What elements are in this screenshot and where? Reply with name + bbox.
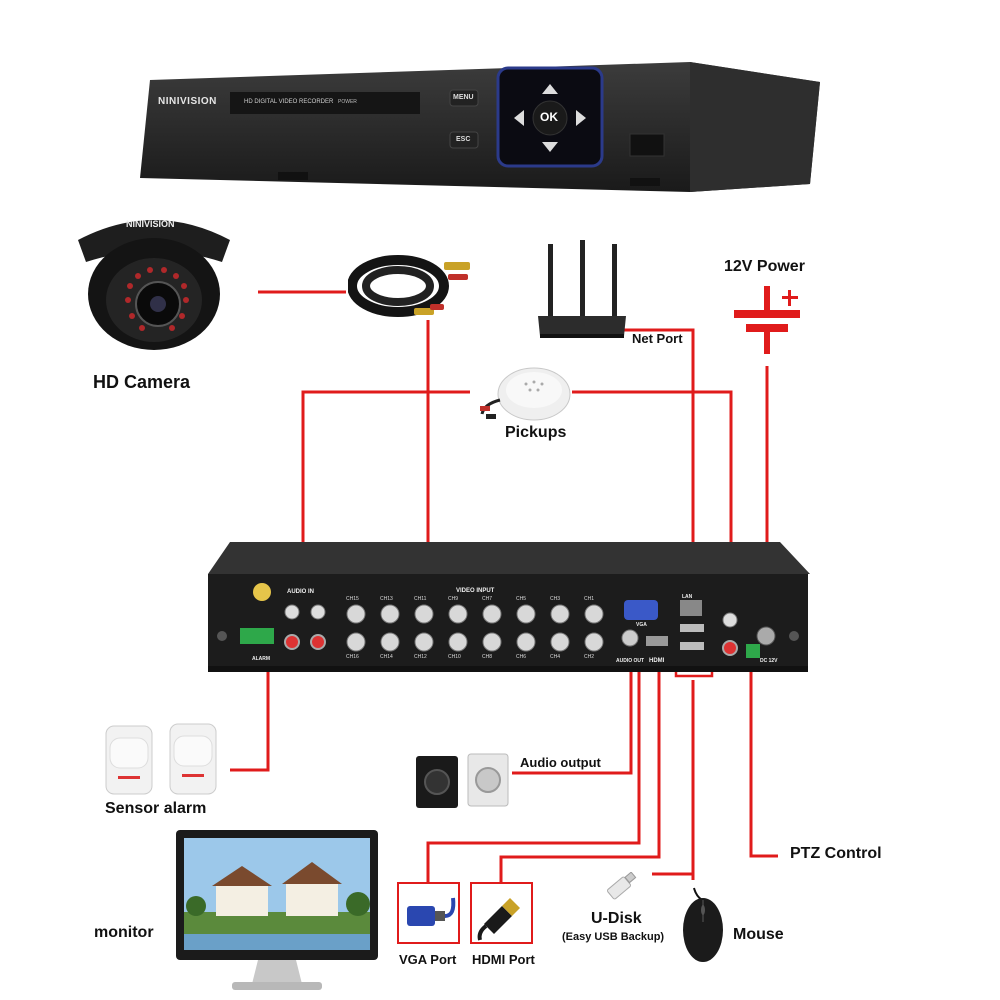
vga-port-box (397, 882, 460, 944)
ok-button[interactable]: OK (540, 110, 558, 124)
channel-label: CH4 (550, 654, 561, 660)
esc-button[interactable]: ESC (456, 136, 471, 143)
channel-label: CH14 (380, 654, 393, 660)
ptz-control-label: PTZ Control (790, 845, 882, 862)
vga-label: VGA (636, 622, 647, 628)
wire-pickups-audio-in-left (301, 390, 470, 590)
channel-label: CH15 (346, 596, 359, 602)
channel-label: CH12 (414, 654, 427, 660)
coax-cable-icon (348, 255, 470, 317)
audio-output-label: Audio output (520, 755, 601, 770)
lan-label: LAN (682, 594, 693, 600)
wire-pickups-audio-in-right (572, 390, 733, 586)
net-port-label: Net Port (632, 331, 683, 346)
dvr-front-label: HD DIGITAL VIDEO RECORDER (244, 99, 334, 105)
dvr-front (140, 62, 820, 192)
u-disk-sub-label: (Easy USB Backup) (562, 931, 665, 943)
channel-label: CH10 (448, 654, 461, 660)
vga-cable-icon (407, 897, 456, 926)
channel-label: CH6 (516, 654, 527, 660)
channel-label: CH11 (414, 596, 427, 602)
channel-label: CH9 (448, 596, 459, 602)
pir-sensor-icon (105, 723, 217, 795)
wire-hdmi (499, 660, 661, 882)
dvr-rear-panel (208, 542, 810, 672)
alarm-label: ALARM (252, 656, 271, 662)
pickups-label: Pickups (505, 424, 567, 441)
channel-label: CH2 (584, 654, 595, 660)
hdmi-port-box (470, 882, 533, 944)
channel-label: CH8 (482, 654, 493, 660)
pickup-microphone-icon (480, 367, 571, 421)
wire-vga (426, 660, 641, 882)
audio-out-label: AUDIO OUT (616, 658, 645, 664)
channel-label: CH7 (482, 596, 493, 602)
usb-drive-icon (607, 872, 637, 900)
dc-label: DC 12V (760, 658, 778, 664)
wire-audio-output (512, 660, 633, 775)
dome-camera-icon (78, 220, 230, 350)
channel-labels: CH15 CH13 CH11 CH9 CH7 CH5 CH3 CH1 CH16 … (346, 596, 606, 660)
channel-label: CH3 (550, 596, 561, 602)
wire-router-lan (620, 328, 695, 595)
channel-label: CH1 (584, 596, 595, 602)
hd-camera-label: HD Camera (93, 372, 191, 392)
channel-label: CH5 (516, 596, 527, 602)
power-12v-label: 12V Power (724, 258, 805, 275)
monitor-icon (176, 830, 378, 990)
hdmi-label: HDMI (649, 658, 665, 664)
channel-label: CH16 (346, 654, 359, 660)
speaker-icon (416, 753, 509, 808)
mouse-label: Mouse (733, 926, 784, 943)
video-input-label: VIDEO INPUT (456, 588, 495, 594)
audio-in-label: AUDIO IN (287, 589, 314, 595)
sensor-alarm-label: Sensor alarm (105, 800, 207, 817)
wire-alarm-sensor (230, 660, 270, 772)
dvr-power-label: POWER (338, 99, 357, 105)
u-disk-label: U-Disk (591, 910, 642, 927)
mouse-icon (683, 887, 723, 962)
menu-button[interactable]: MENU (453, 94, 474, 101)
power-symbol-icon (734, 286, 800, 354)
channel-label: CH13 (380, 596, 393, 602)
router-icon (538, 240, 626, 338)
hdmi-cable-icon (477, 898, 520, 941)
camera-brand-logo: NINIVISION (126, 219, 175, 229)
dvr-brand-logo: NINIVISION (158, 96, 217, 107)
monitor-label: monitor (94, 924, 154, 941)
vga-port-label: VGA Port (399, 952, 457, 967)
hdmi-port-label: HDMI Port (472, 952, 535, 967)
wire-ptz (749, 670, 778, 858)
